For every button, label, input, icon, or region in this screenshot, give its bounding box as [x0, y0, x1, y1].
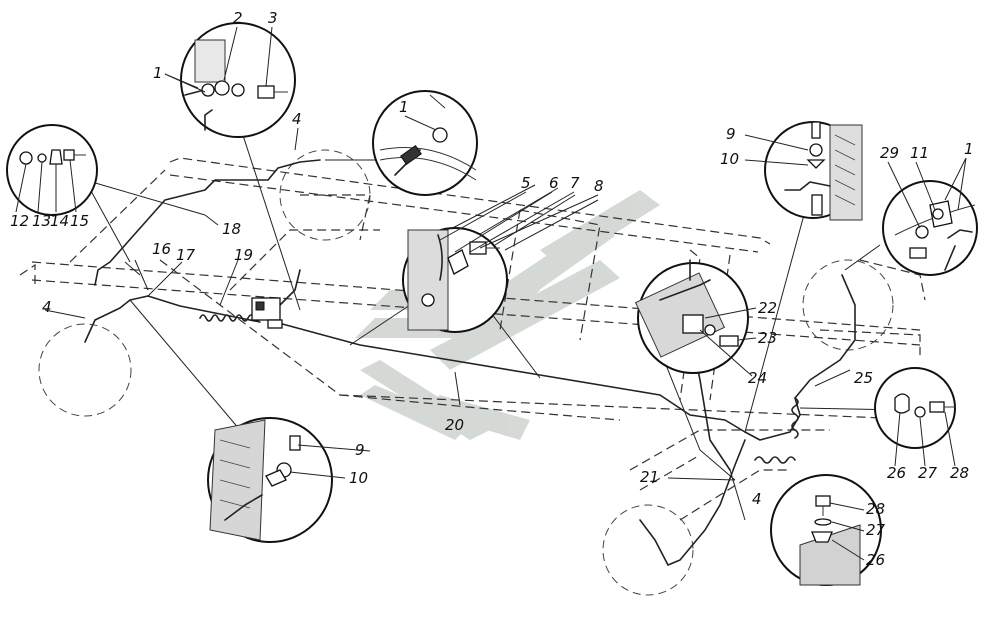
callout-29: 29 — [880, 144, 899, 162]
callout-17: 17 — [176, 246, 196, 264]
detail-circle-clamp-center — [402, 227, 508, 333]
detail-circle-clip-rear-right — [882, 180, 978, 276]
rear-flex-hose — [754, 456, 796, 464]
callout-1: 1 — [964, 140, 974, 158]
callout-3: 3 — [268, 9, 278, 27]
rear-left-line — [639, 439, 746, 566]
callout-25: 25 — [854, 369, 873, 387]
wheel-front-left — [38, 323, 132, 417]
callout-24: 24 — [748, 369, 767, 387]
callout-27: 27 — [918, 464, 938, 482]
callout-15: 15 — [70, 212, 89, 230]
callout-4: 4 — [752, 490, 762, 508]
callout-23: 23 — [758, 329, 777, 347]
callout-26: 26 — [866, 551, 885, 569]
flex-hoses — [199, 314, 799, 464]
callout-27: 27 — [866, 521, 886, 539]
callout-14: 14 — [50, 212, 69, 230]
callout-19: 19 — [234, 246, 253, 264]
detail-circle-clamp-rear — [874, 367, 956, 449]
callout-13: 13 — [32, 212, 51, 230]
callout-28: 28 — [950, 464, 969, 482]
detail-circle-fitting-rear-top — [764, 121, 863, 221]
callout-22: 22 — [758, 299, 777, 317]
leader-lines — [44, 119, 901, 521]
detail-circle-bolt-set-left — [6, 124, 98, 216]
callout-10: 10 — [349, 469, 368, 487]
callout-5: 5 — [521, 174, 531, 192]
callout-21: 21 — [640, 468, 659, 486]
front-line-to-tee — [147, 295, 261, 323]
callout-18: 18 — [222, 220, 241, 238]
callout-4: 4 — [292, 110, 302, 128]
callout-leaders — [15, 26, 967, 561]
callout-11: 11 — [910, 144, 929, 162]
rear-right-flex-hose — [791, 397, 799, 439]
watermark-logo — [355, 190, 660, 440]
detail-circle-rear-tee — [634, 259, 749, 374]
front-flex-hose — [199, 314, 261, 322]
callout-28: 28 — [866, 500, 885, 518]
callout-labels: 1 2 3 4 1 12 13 14 15 18 16 17 19 4 5 6 … — [10, 9, 974, 569]
front-left-hose-line — [84, 295, 149, 343]
wheel-rear-left — [602, 504, 694, 596]
callout-26: 26 — [887, 464, 906, 482]
wheel-rear-right — [802, 259, 894, 351]
callout-9: 9 — [726, 125, 736, 143]
callout-2: 2 — [233, 9, 243, 27]
callout-12: 12 — [10, 212, 29, 230]
tee-block — [251, 297, 283, 329]
detail-circle-bolt-set-rear — [770, 474, 882, 586]
brake-lines — [84, 159, 856, 566]
callout-6: 6 — [549, 174, 559, 192]
front-cross-line — [94, 159, 321, 286]
detail-circle-fitting-front-left — [207, 417, 333, 543]
callout-20: 20 — [445, 416, 464, 434]
detail-circle-fitting-top — [180, 22, 296, 138]
callout-8: 8 — [594, 177, 604, 195]
callout-7: 7 — [570, 174, 580, 192]
callout-1: 1 — [399, 98, 409, 116]
callout-16: 16 — [152, 240, 171, 258]
main-rear-line — [274, 321, 746, 433]
callout-4: 4 — [42, 298, 52, 316]
callout-1: 1 — [153, 64, 163, 82]
rear-right-line — [744, 274, 856, 441]
callout-10: 10 — [720, 150, 739, 168]
wheel-front-right — [279, 149, 371, 241]
detail-circle-clip-right-front — [372, 90, 478, 196]
